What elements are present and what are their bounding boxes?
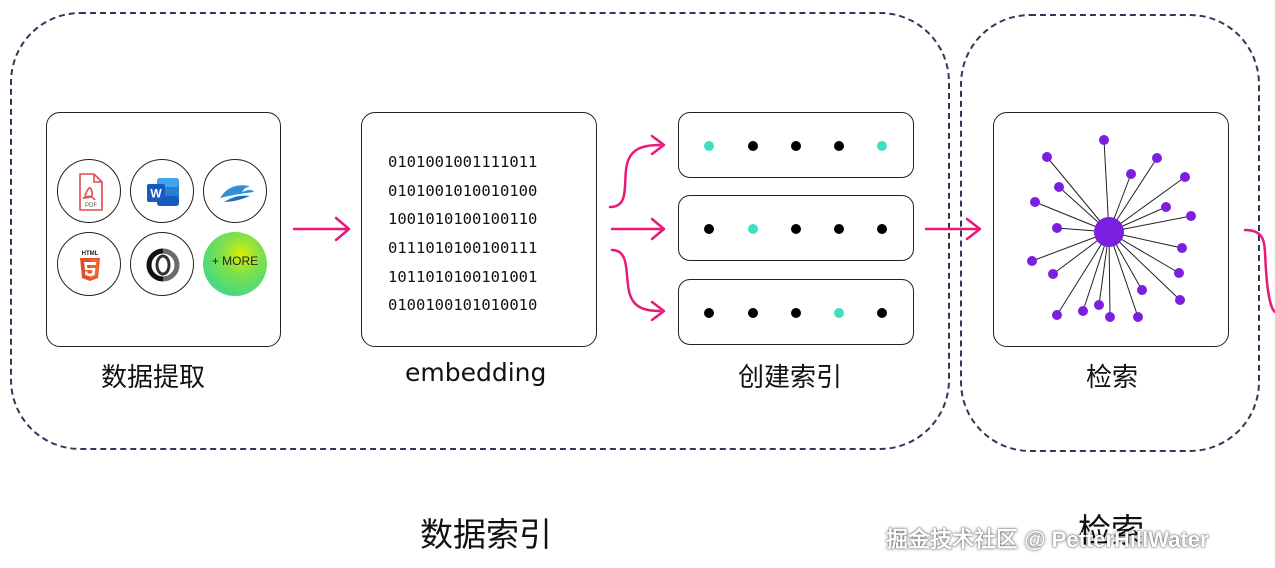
data-indexing-group-label: 数据索引: [420, 515, 552, 554]
data-extraction-label: 数据提取: [101, 363, 206, 393]
binary-vector-text: 0101001001111011 0101001010010100 100101…: [388, 148, 578, 320]
json-icon: [130, 232, 194, 296]
graph-node: [1029, 196, 1040, 207]
arrow-head: [334, 216, 351, 242]
binary-line: 0101001010010100: [388, 181, 538, 200]
embedding-card: [361, 112, 597, 347]
data-sources-card: [46, 112, 281, 347]
binary-line: 0101001001111011: [388, 153, 538, 171]
index-dot: [877, 224, 887, 234]
index-dot: [704, 308, 714, 318]
graph-node: [1174, 294, 1185, 305]
graph-node: [1051, 222, 1062, 233]
word-icon: W: [130, 159, 194, 223]
arrow-search-onward: [1243, 228, 1275, 314]
index-dot-highlight: [704, 141, 714, 151]
watermark: 掘金技术社区 @ PetterHillWater: [886, 527, 1209, 552]
graph-node: [1136, 284, 1147, 295]
vector-search-graph: [1026, 134, 1196, 322]
graph-node: [1051, 309, 1062, 320]
graph-node: [1179, 171, 1190, 182]
graph-edge: [1056, 231, 1109, 315]
create-index-label: 创建索引: [738, 363, 843, 393]
pdf-icon-text: PDF: [85, 203, 97, 209]
binary-line: 0100100101010010: [388, 296, 538, 315]
graph-hub-node: [1093, 216, 1124, 247]
binary-line: 0111010100100111: [388, 239, 538, 258]
index-dot: [791, 224, 801, 234]
graph-node: [1176, 242, 1187, 253]
arrow-head: [650, 134, 666, 156]
arrow-head: [965, 217, 982, 241]
index-dot: [704, 224, 714, 234]
index-dot-highlight: [748, 224, 758, 234]
graph-edge: [1103, 139, 1109, 232]
arrow-head: [650, 300, 666, 322]
index-dot: [834, 224, 844, 234]
index-dot: [748, 308, 758, 318]
index-row: [678, 112, 914, 178]
index-dot: [791, 308, 801, 318]
graph-edge: [1108, 231, 1180, 300]
writer-bird-icon: [203, 159, 267, 223]
graph-node: [1173, 267, 1184, 278]
graph-node: [1026, 255, 1037, 266]
search-group-label: 检索: [1078, 511, 1144, 550]
arrow-embedding-to-index-row-1: [608, 143, 662, 209]
word-icon-text: W: [150, 187, 162, 201]
graph-node: [1104, 311, 1115, 322]
graph-node: [1160, 201, 1171, 212]
index-dot-highlight: [877, 141, 887, 151]
indexing-group-container: [10, 12, 950, 450]
embedding-label: embedding: [405, 358, 547, 387]
html5-icon: HTML: [57, 232, 121, 296]
graph-node: [1077, 305, 1088, 316]
arrow-head: [650, 217, 666, 241]
more-sources-label: + MORE: [211, 254, 259, 268]
graph-node: [1098, 134, 1109, 145]
graph-node: [1093, 299, 1104, 310]
graph-node: [1132, 311, 1143, 322]
binary-line: 1001010100100110: [388, 210, 538, 229]
index-dot: [834, 141, 844, 151]
graph-node: [1041, 151, 1052, 162]
binary-line: 1011010100101001: [388, 267, 538, 286]
graph-node: [1185, 210, 1196, 221]
index-dot: [877, 308, 887, 318]
search-card: [993, 112, 1229, 347]
more-sources-icon: + MORE: [203, 232, 267, 296]
graph-node: [1047, 268, 1058, 279]
search-stage-label: 检索: [1086, 363, 1139, 393]
graph-node: [1053, 181, 1064, 192]
html-icon-text: HTML: [82, 251, 99, 257]
graph-edge: [1046, 156, 1109, 232]
pdf-icon: PDF: [57, 159, 121, 223]
index-dot: [748, 141, 758, 151]
arrow-embedding-to-index-row-3: [610, 248, 662, 313]
index-dot: [791, 141, 801, 151]
index-dot-highlight: [834, 308, 844, 318]
graph-node: [1151, 152, 1162, 163]
index-row: [678, 279, 914, 345]
graph-node: [1125, 168, 1136, 179]
index-row: [678, 195, 914, 261]
graph-edge: [1108, 176, 1185, 232]
